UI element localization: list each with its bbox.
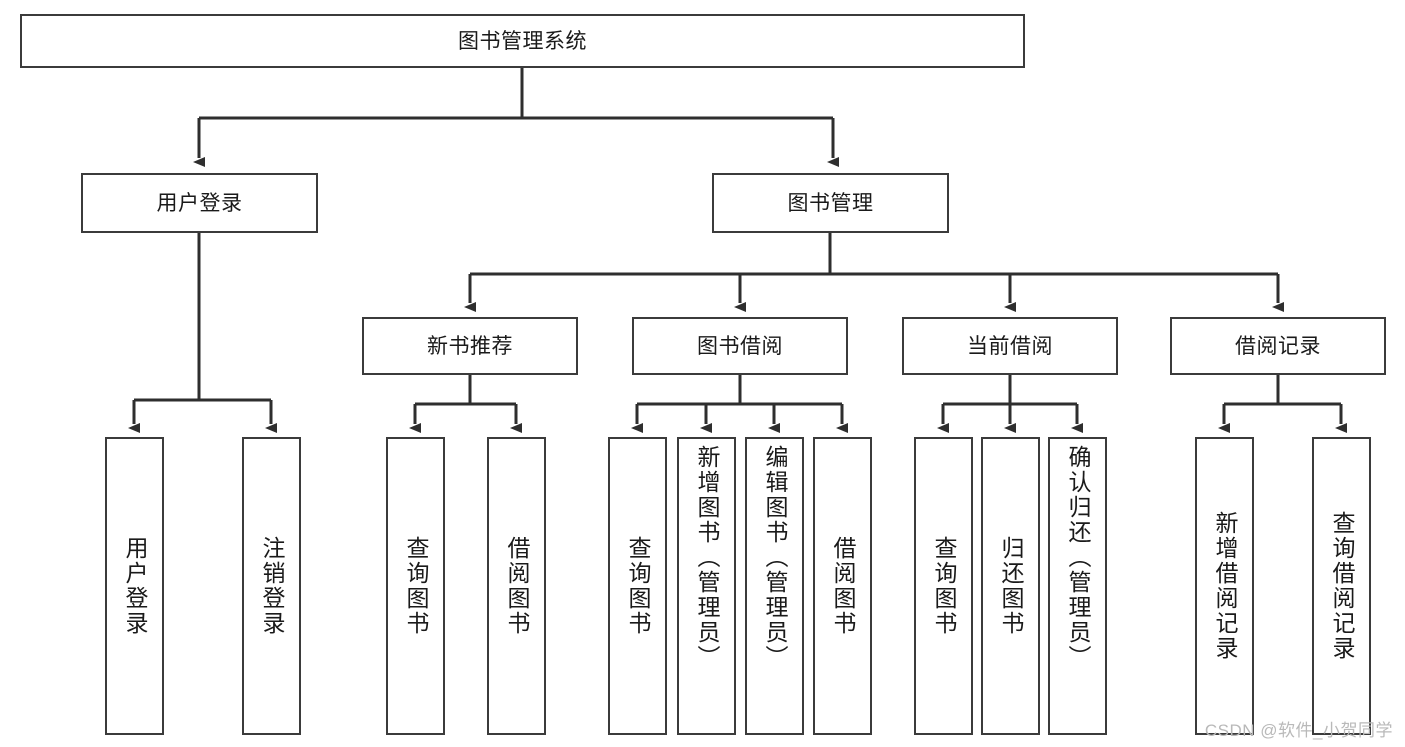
node-label: 新书推荐 [427,334,513,358]
node-label: 查询图书 [403,536,429,636]
node-new-book-recommend[interactable]: 新书推荐 [362,317,578,375]
node-root-system[interactable]: 图书管理系统 [20,14,1025,68]
node-book-borrow[interactable]: 图书借阅 [632,317,848,375]
leaf-user-login-logout[interactable]: 注销登录 [242,437,301,735]
node-label: 用户登录 [122,536,148,636]
node-label: 借阅图书 [830,536,856,636]
leaf-recommend-borrow-book[interactable]: 借阅图书 [487,437,546,735]
node-label: 新增借阅记录 [1212,511,1238,661]
node-label: 图书管理 [787,191,874,215]
node-label: 查询借阅记录 [1329,511,1355,661]
leaf-borrow-add-book-admin[interactable]: 新增图书（管理员） [677,437,736,735]
leaf-current-return-book[interactable]: 归还图书 [981,437,1040,735]
node-label: 新增图书（管理员） [694,445,720,670]
node-label: 查询图书 [931,536,957,636]
leaf-borrow-borrow-book[interactable]: 借阅图书 [813,437,872,735]
leaf-current-confirm-return-admin[interactable]: 确认归还（管理员） [1048,437,1107,735]
node-label: 编辑图书（管理员） [762,445,788,670]
node-label: 确认归还（管理员） [1065,445,1091,670]
leaf-record-query-record[interactable]: 查询借阅记录 [1312,437,1371,735]
node-label: 当前借阅 [967,334,1053,358]
node-borrow-record[interactable]: 借阅记录 [1170,317,1386,375]
node-label: 注销登录 [259,536,285,636]
node-label: 图书管理系统 [458,29,587,53]
node-label: 归还图书 [998,536,1024,636]
node-user-login[interactable]: 用户登录 [81,173,318,233]
node-label: 借阅图书 [504,536,530,636]
node-label: 借阅记录 [1235,334,1321,358]
csdn-watermark: CSDN @软件_小贺同学 [1204,721,1393,740]
node-label: 图书借阅 [697,334,783,358]
node-current-borrow[interactable]: 当前借阅 [902,317,1118,375]
leaf-borrow-edit-book-admin[interactable]: 编辑图书（管理员） [745,437,804,735]
leaf-recommend-query-book[interactable]: 查询图书 [386,437,445,735]
node-book-management[interactable]: 图书管理 [712,173,949,233]
leaf-user-login-login[interactable]: 用户登录 [105,437,164,735]
leaf-borrow-query-book[interactable]: 查询图书 [608,437,667,735]
node-label: 查询图书 [625,536,651,636]
leaf-current-query-book[interactable]: 查询图书 [914,437,973,735]
leaf-record-add-record[interactable]: 新增借阅记录 [1195,437,1254,735]
node-label: 用户登录 [156,191,243,215]
